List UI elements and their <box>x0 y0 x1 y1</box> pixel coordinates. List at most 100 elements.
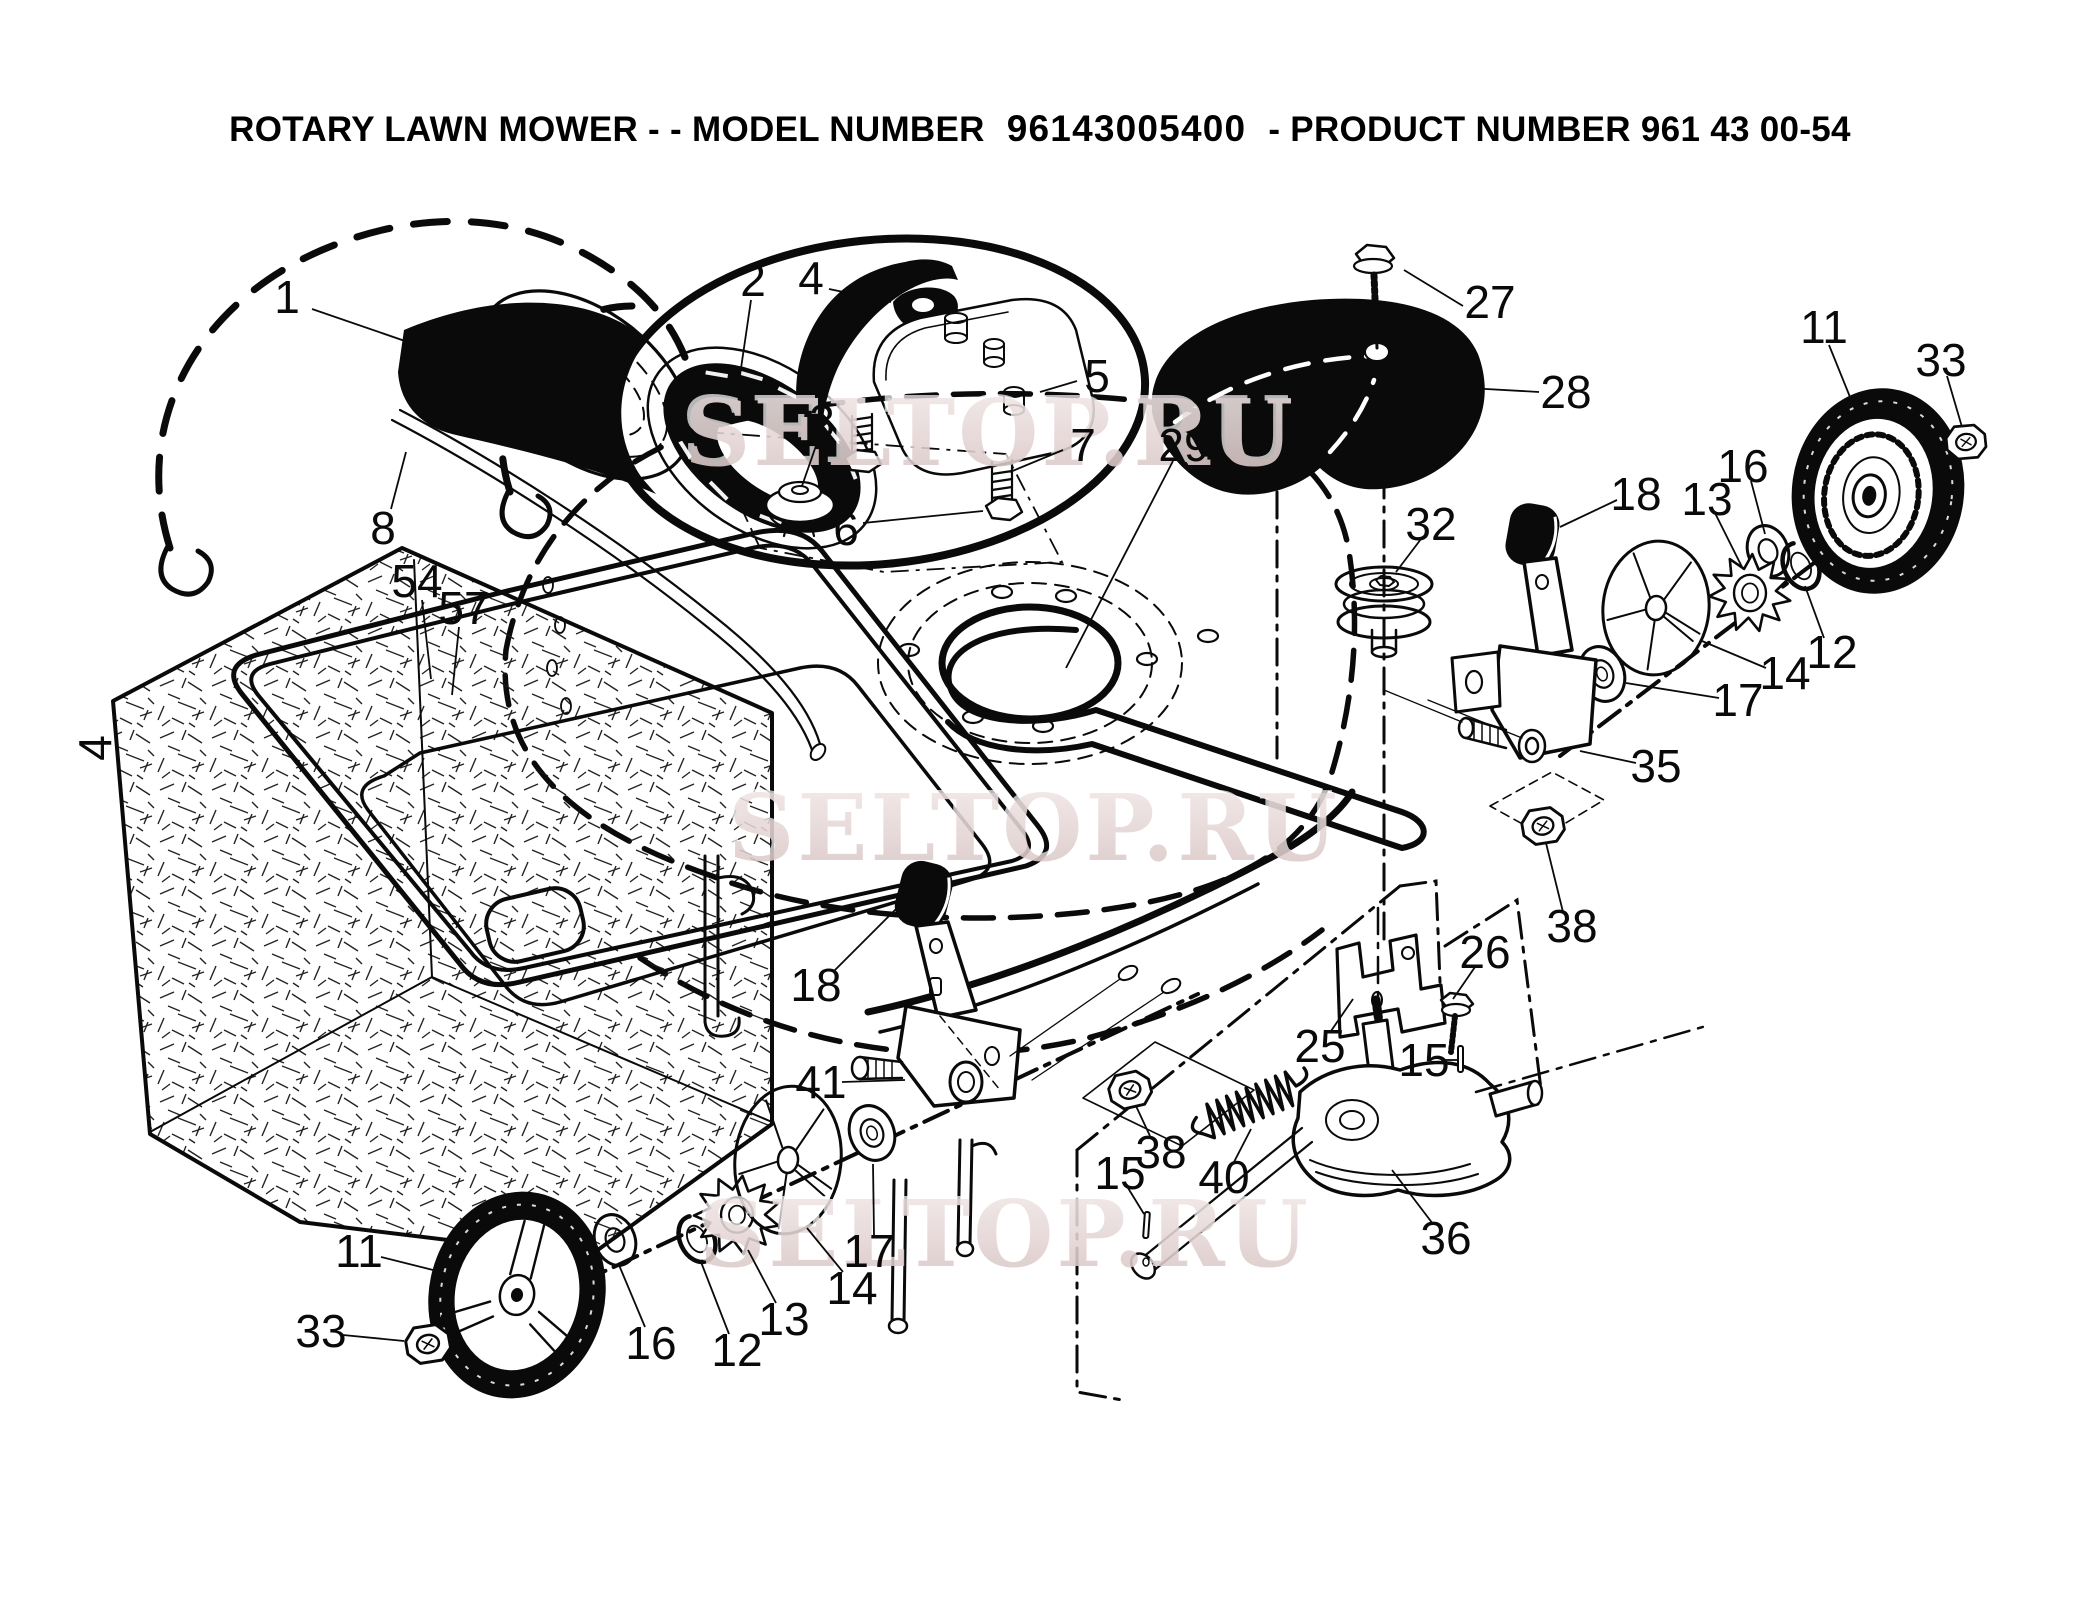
leader-line <box>1065 460 1174 669</box>
grip-part18-right <box>1505 503 1560 567</box>
disc-part14-left <box>733 1084 843 1236</box>
part-callout-13: 13 <box>758 1293 809 1345</box>
leader-line <box>806 1227 844 1273</box>
leader-line <box>1545 842 1564 913</box>
part-callout-5: 5 <box>1084 350 1110 402</box>
part-callout-36: 36 <box>1420 1212 1471 1264</box>
page-title: ROTARY LAWN MOWER - - MODEL NUMBER 96143… <box>0 108 2080 150</box>
watermark-text: SELTOP.RU <box>699 1180 1311 1288</box>
part-callout-14: 14 <box>826 1262 877 1314</box>
part-callout-12: 12 <box>711 1324 762 1376</box>
part-callout-29: 29 <box>1158 419 1209 471</box>
drive-section <box>1075 771 1708 1403</box>
watermark-text: SELTOP.RU <box>725 771 1337 879</box>
leader-line <box>801 439 819 487</box>
part-callout-38: 38 <box>1135 1126 1186 1178</box>
leader-line <box>311 308 467 363</box>
part-callout-13: 13 <box>1681 473 1732 525</box>
pinion-part13-right <box>1707 552 1792 633</box>
right-lever-assembly <box>1334 503 1598 764</box>
part-callout-16: 16 <box>625 1317 676 1369</box>
leader-line <box>862 510 984 524</box>
product-number: - PRODUCT NUMBER 961 43 00-54 <box>1268 110 1851 149</box>
part-callout-12: 12 <box>1806 626 1857 678</box>
handle-silhouette <box>398 302 656 494</box>
bolt-part27 <box>1352 243 1396 350</box>
nut-part33-left <box>404 1323 453 1365</box>
part-callout-33: 33 <box>1915 334 1966 386</box>
spring-part40 <box>1190 1066 1309 1140</box>
part-callout-57: 57 <box>438 582 489 634</box>
part-callout-33: 33 <box>295 1305 346 1357</box>
leader-line <box>747 1249 777 1304</box>
part-callout-18: 18 <box>790 959 841 1011</box>
leader-line <box>832 905 900 973</box>
leader-line <box>841 1079 906 1083</box>
part-callout-14: 14 <box>1759 647 1810 699</box>
part-callout-35: 35 <box>1630 740 1681 792</box>
handle-end-hook-left <box>158 543 214 597</box>
bolt-part7 <box>984 458 1024 522</box>
bracket-part25 <box>1335 933 1447 1039</box>
gearbox-part36 <box>1129 906 1708 1280</box>
washer-part16-left <box>592 1213 638 1267</box>
watermark-text: SELTOP.RU <box>681 376 1293 484</box>
part-callout-26: 26 <box>1459 926 1510 978</box>
knob-part3 <box>764 480 836 538</box>
bag-frame-part57 <box>360 664 992 1007</box>
leader-line <box>1009 449 1064 473</box>
part-callout-28: 28 <box>1540 366 1591 418</box>
lever-arm-part41 <box>914 920 978 1020</box>
wheel-part11-right <box>1791 388 1965 594</box>
rod-part8 <box>390 418 816 758</box>
leader-line <box>1804 585 1825 639</box>
part-callout-27: 27 <box>1464 276 1515 328</box>
part-callout-15: 15 <box>1094 1147 1145 1199</box>
engine-cover-assembly <box>1152 243 1485 495</box>
disc-part14-right <box>1601 539 1711 677</box>
lever-bolt-left <box>850 1055 904 1081</box>
part-callout-7: 7 <box>1070 419 1096 471</box>
leader-line <box>421 599 432 680</box>
bearing-part17-left <box>847 1104 897 1162</box>
leader-line <box>380 1256 438 1272</box>
right-wheel-assembly <box>1558 388 1988 758</box>
model-number: 96143005400 <box>1006 108 1247 149</box>
leader-line <box>1233 1128 1252 1163</box>
part-callout-16: 16 <box>1717 440 1768 492</box>
leader-line <box>700 1261 730 1335</box>
part-callout-18: 18 <box>1610 468 1661 520</box>
part-callout-2: 2 <box>740 254 766 306</box>
bolt-part26 <box>1439 991 1475 1055</box>
leader-line <box>828 288 892 303</box>
nut-part38-right <box>1520 806 1566 846</box>
grass-bag-assembly <box>111 527 1050 1335</box>
leader-line <box>1395 538 1422 573</box>
part-callout-32: 32 <box>1405 498 1456 550</box>
watermark-text: SELTOP.RU <box>696 1177 1308 1285</box>
title-text: ROTARY LAWN MOWER - - MODEL NUMBER <box>229 110 985 149</box>
part-callout-41: 41 <box>795 1056 846 1108</box>
leader-line <box>1330 998 1354 1032</box>
leader-line <box>1559 499 1618 528</box>
watermark-text: SELTOP.RU <box>684 379 1296 487</box>
bag-clips <box>703 854 998 1335</box>
part-callout-25: 25 <box>1294 1020 1345 1072</box>
part-callout-1: 1 <box>274 271 300 323</box>
watermark-layer: SELTOP.RUSELTOP.RUSELTOP.RUSELTOP.RUSELT… <box>681 376 1337 1288</box>
leader-line <box>1127 1187 1145 1215</box>
cover-part28 <box>1152 298 1485 495</box>
leader-line <box>1467 387 1540 393</box>
leader-line <box>738 299 752 383</box>
part-callout-3: 3 <box>809 395 835 447</box>
part-callout-4: 4 <box>798 252 824 304</box>
nut-part33-right <box>1944 423 1988 461</box>
leader-line <box>1452 966 1476 1000</box>
ring-part12-right <box>1780 540 1822 592</box>
part-callout-17: 17 <box>843 1225 894 1277</box>
leader-line <box>1750 480 1766 535</box>
blade-housing <box>938 603 1122 723</box>
leader-line <box>1391 1169 1434 1225</box>
